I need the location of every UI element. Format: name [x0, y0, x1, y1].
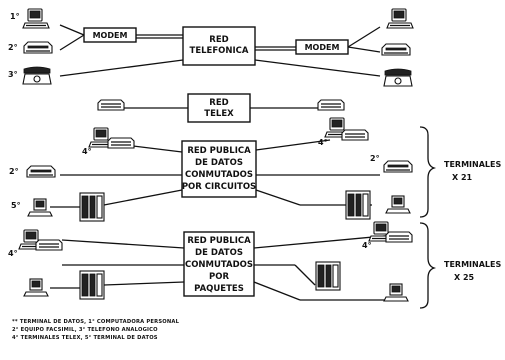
legend-line-1: ** TERMINAL DE DATOS, 1° COMPUTADORA PER… — [12, 319, 180, 325]
red-paquetes-line3: CONMUTADOS — [185, 260, 253, 270]
red-paquetes-line1: RED PUBLICA — [187, 236, 251, 246]
telex-icon — [35, 239, 63, 251]
paquetes-section: RED PUBLICA DE DATOS CONMUTADOS POR PAQU… — [8, 221, 413, 302]
num-4-label: 4° — [8, 249, 18, 258]
telex-icon — [385, 231, 413, 243]
telex-icon — [341, 129, 369, 141]
telex-icon — [97, 99, 125, 111]
red-telex-line2: TELEX — [204, 109, 234, 119]
terminal-icon — [385, 195, 411, 214]
red-paquetes-line2: DE DATOS — [195, 248, 243, 258]
num-4-label: 4° — [82, 147, 92, 156]
red-telefonica-box — [182, 26, 256, 66]
circuitos-section: RED PUBLICA DE DATOS CONMUTADOS POR CIRC… — [9, 117, 413, 222]
host-computer-icon — [315, 261, 341, 291]
red-telefonica-line1: RED — [209, 35, 228, 45]
x21-label-line1: TERMINALES — [444, 160, 501, 169]
x21-label-line2: X 21 — [452, 173, 473, 182]
num-2-label: 2° — [9, 167, 19, 176]
terminal-icon — [27, 198, 53, 217]
modem-right-label: MODEM — [305, 43, 340, 52]
num-2-label: 2° — [370, 154, 380, 163]
red-circuitos-line4: POR CIRCUITOS — [182, 182, 256, 192]
num-4-label: 4° — [362, 241, 372, 250]
fax-icon — [26, 165, 56, 178]
fax-icon — [381, 43, 411, 56]
red-telefonica-line2: TELEFONICA — [190, 46, 249, 56]
phone-icon — [383, 68, 413, 87]
legend-line-2: 2° EQUIPO FACSIMIL, 3° TELEFONO ANALOGIC… — [12, 327, 158, 333]
red-paquetes-line5: PAQUETES — [194, 284, 244, 294]
num-1-label: 1° — [10, 12, 20, 21]
red-circuitos-box — [181, 140, 257, 198]
telex-icon — [107, 137, 135, 149]
telex-icon — [317, 99, 345, 111]
fax-icon — [383, 160, 413, 173]
terminal-icon — [383, 283, 409, 302]
host-computer-icon — [79, 270, 105, 300]
fax-icon — [23, 41, 53, 54]
phone-icon — [22, 66, 52, 85]
telefonica-section: RED TELEFONICA MODEM MODEM 1° 2° 3° — [8, 8, 414, 87]
legend-line-3: 4° TERMINALES TELEX, 5° TERMINAL DE DATO… — [12, 335, 158, 341]
pc-icon — [22, 8, 50, 29]
red-circuitos-line3: CONMUTADOS — [185, 170, 253, 180]
host-computer-icon — [79, 192, 105, 222]
num-2-label: 2° — [8, 43, 18, 52]
legend: ** TERMINAL DE DATOS, 1° COMPUTADORA PER… — [12, 319, 180, 341]
terminal-group-x21: TERMINALES X 21 — [419, 126, 501, 218]
x25-label-line2: X 25 — [454, 273, 475, 282]
telex-section: RED TELEX — [97, 93, 345, 123]
num-3-label: 3° — [8, 70, 18, 79]
num-4-label: 4° — [318, 138, 328, 147]
pc-icon — [386, 8, 414, 29]
red-paquetes-box — [183, 231, 255, 297]
red-telex-line1: RED — [209, 98, 228, 108]
terminal-icon — [23, 278, 49, 297]
red-circuitos-line1: RED PUBLICA — [187, 146, 251, 156]
red-paquetes-line4: POR — [209, 272, 229, 282]
x25-label-line1: TERMINALES — [444, 260, 501, 269]
num-5-label: 5° — [11, 201, 21, 210]
modem-left-label: MODEM — [93, 31, 128, 40]
red-circuitos-line2: DE DATOS — [195, 158, 243, 168]
host-computer-icon — [345, 190, 371, 220]
terminal-group-x25: TERMINALES X 25 — [419, 222, 501, 309]
